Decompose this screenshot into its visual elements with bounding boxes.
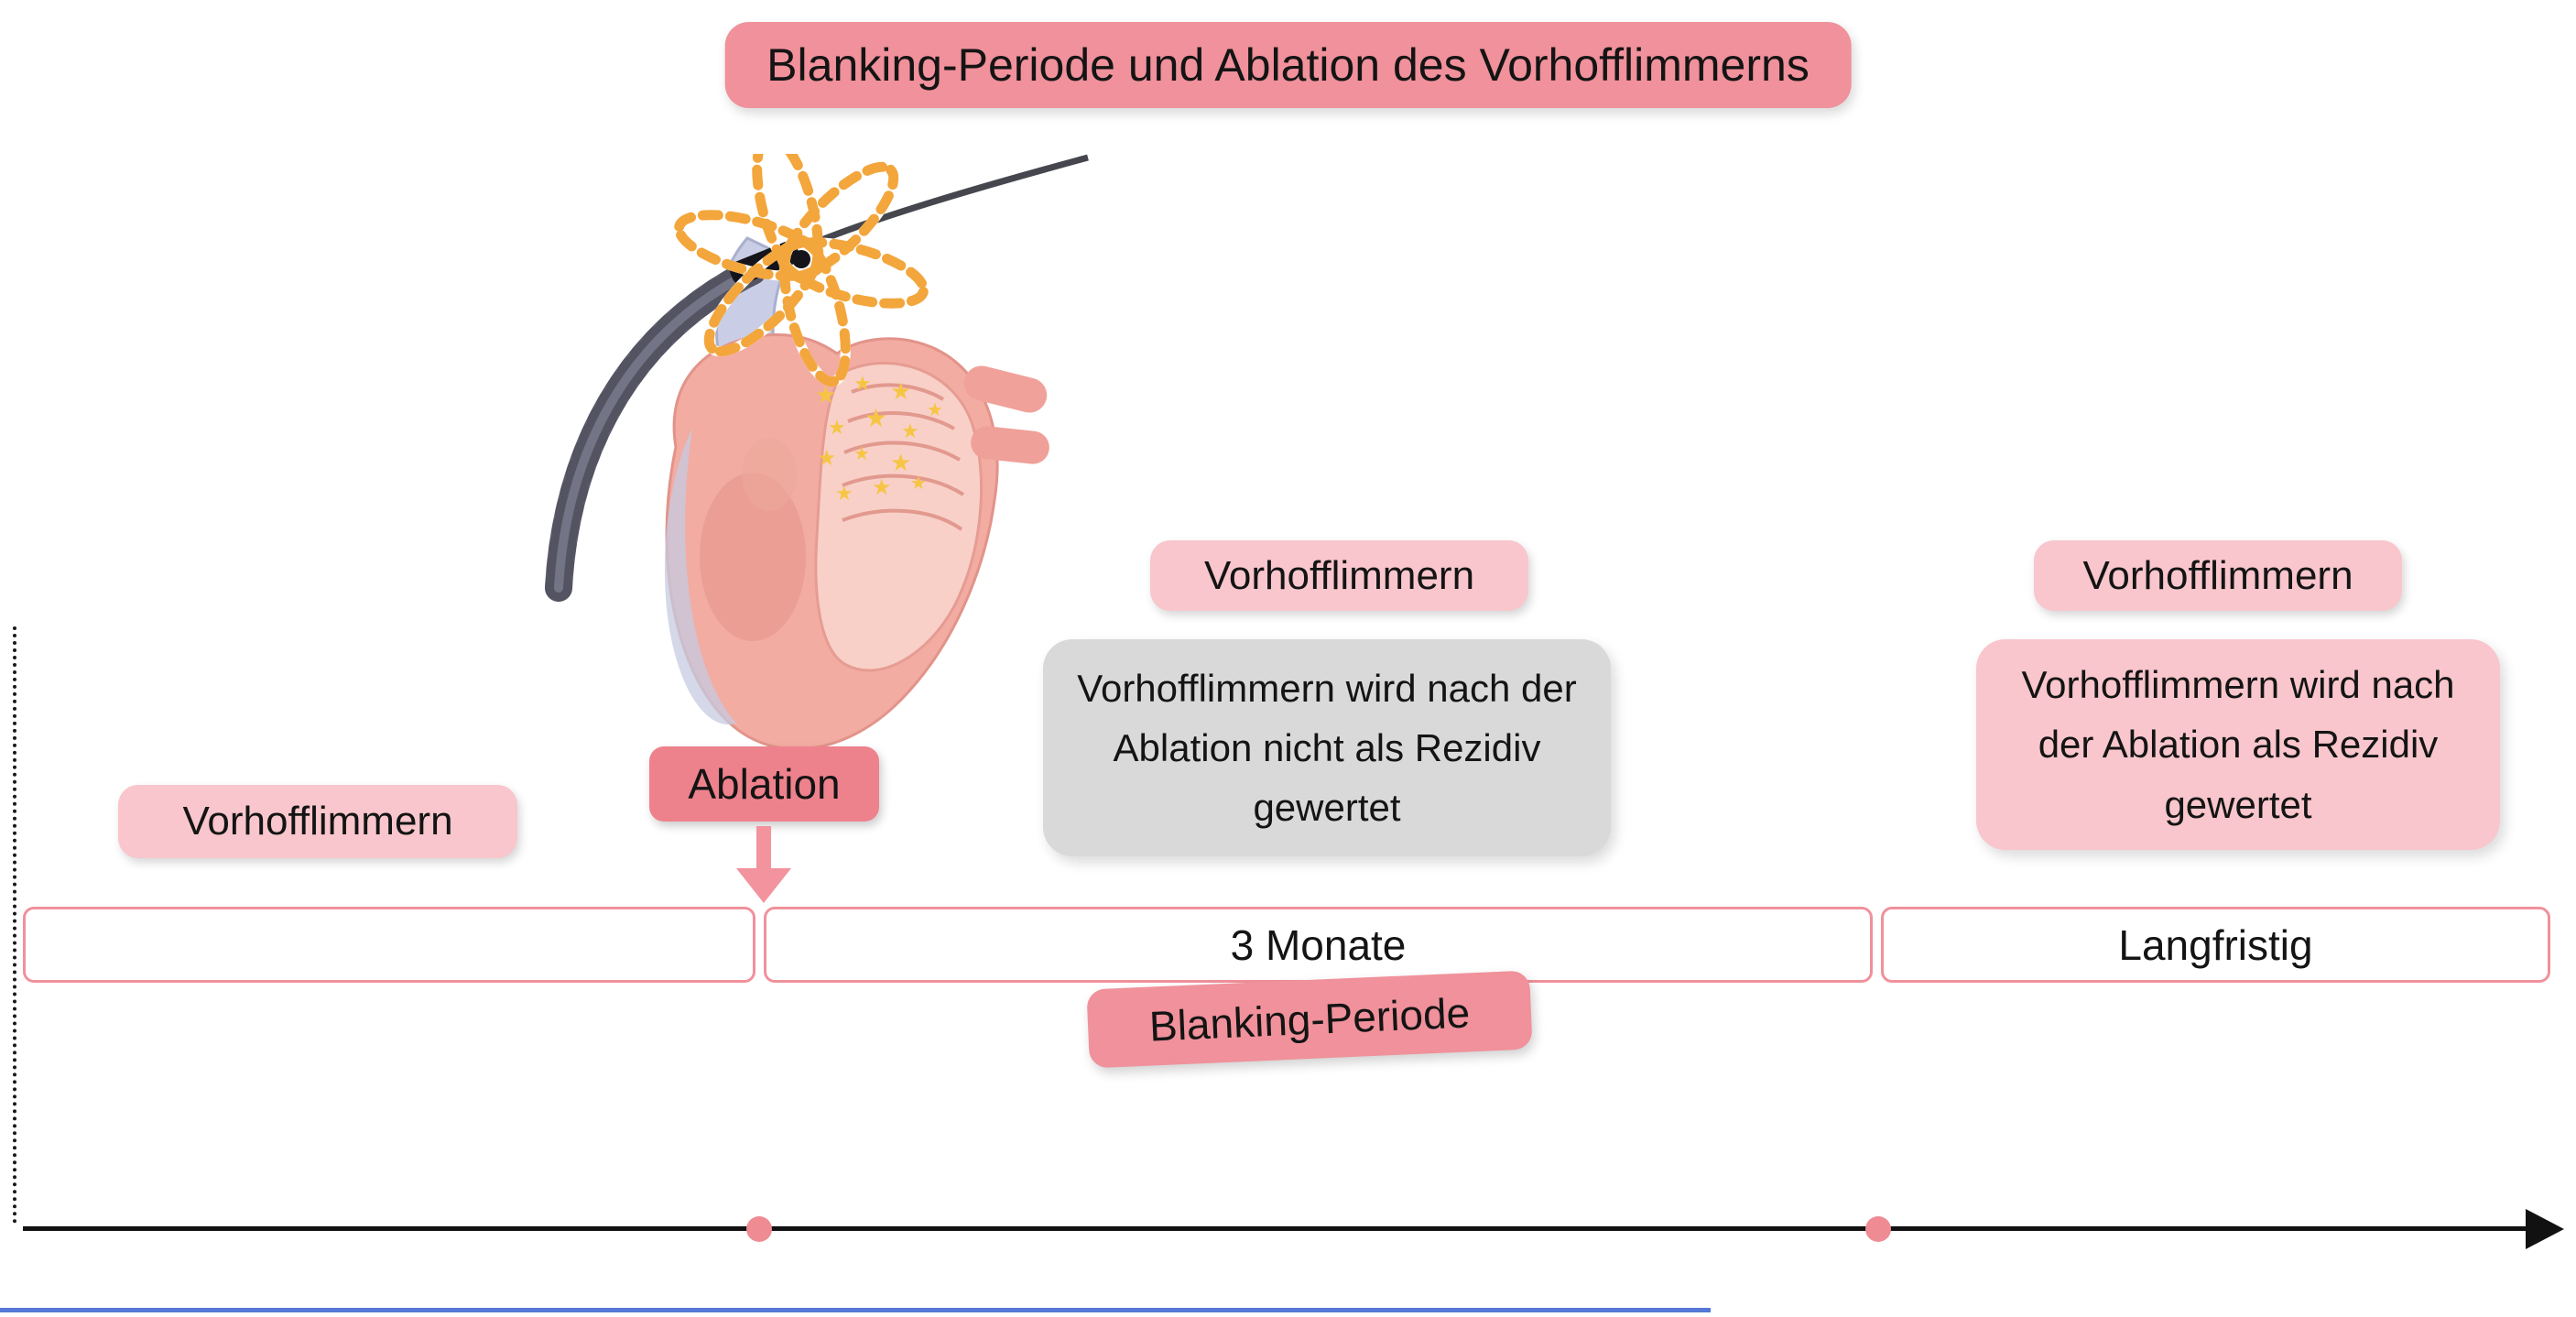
ablation-lesion-stars-icon: ★ ★ ★ ★ ★ ★ ★ ★ ★ ★ ★ ★ ★: [815, 373, 943, 506]
svg-text:★: ★: [853, 373, 872, 396]
svg-text:★: ★: [815, 382, 836, 409]
heart-ablation-catheter-illustration: ★ ★ ★ ★ ★ ★ ★ ★ ★ ★ ★ ★ ★: [545, 154, 1089, 751]
svg-text:★: ★: [864, 403, 887, 433]
time-axis-arrowhead-icon: [2526, 1209, 2564, 1249]
blanking-period-badge: Blanking-Periode: [1086, 970, 1533, 1069]
time-axis-line: [23, 1226, 2532, 1231]
svg-text:★: ★: [890, 378, 911, 406]
svg-text:★: ★: [910, 472, 927, 494]
ablation-badge: Ablation: [649, 746, 879, 822]
svg-text:★: ★: [835, 483, 853, 506]
af-blanking-badge: Vorhofflimmern: [1150, 540, 1528, 611]
svg-text:★: ★: [901, 420, 919, 443]
axis-dot-blanking-end: [1865, 1216, 1891, 1242]
af-longterm-badge: Vorhofflimmern: [2034, 540, 2402, 611]
mapping-catheter-loops-icon: [673, 154, 929, 387]
blanking-note: Vorhofflimmern wird nach der Ablation ni…: [1043, 639, 1611, 856]
axis-dot-ablation: [746, 1216, 772, 1242]
svg-text:★: ★: [890, 450, 911, 477]
longterm-note: Vorhofflimmern wird nach der Ablation al…: [1976, 639, 2500, 850]
atrium-interior: [814, 362, 983, 672]
af-pre-badge: Vorhofflimmern: [118, 785, 517, 858]
axis-start-dotted-line: [13, 626, 16, 1224]
down-arrow-icon: [736, 826, 791, 903]
svg-text:★: ★: [927, 398, 943, 420]
page-title: Blanking-Periode und Ablation des Vorhof…: [724, 22, 1852, 108]
guidewire-icon: [806, 154, 1089, 249]
timeline-segment-longterm: Langfristig: [1881, 907, 2550, 983]
svg-text:★: ★: [828, 417, 846, 440]
bottom-decorative-line: [0, 1308, 1711, 1312]
svg-text:★: ★: [853, 442, 870, 464]
svg-text:★: ★: [872, 474, 892, 500]
timeline-segment-pre: [23, 907, 755, 983]
timeline-segment-blanking: 3 Monate: [764, 907, 1873, 983]
svg-text:★: ★: [817, 445, 837, 471]
